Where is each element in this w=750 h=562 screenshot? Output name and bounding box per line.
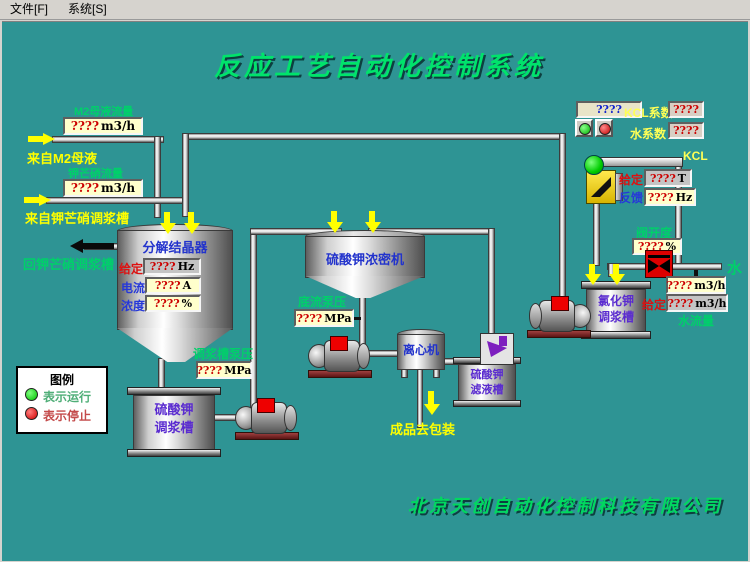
valve-opening-label: 阀开度 (636, 226, 673, 240)
thickener-tank (305, 236, 425, 278)
feeder-feedback-box: ????Hz (644, 188, 696, 206)
water-flow-box: ????m3/h (666, 276, 726, 294)
stop-lamp-icon (599, 123, 611, 135)
pipe (182, 133, 189, 217)
centrifuge-name: 离心机 (402, 343, 439, 357)
underflow-pressure-label: 底流泵压 (298, 295, 347, 309)
k2so4-slurry-tank (133, 395, 215, 451)
slurry-pump[interactable] (235, 398, 299, 440)
feeder-feedback-label: 反馈 (619, 191, 644, 205)
start-button[interactable] (575, 119, 593, 137)
slurry-pump-pressure-label: 调浆槽泵压 (193, 347, 254, 361)
filtrate-valve-icon[interactable] (480, 333, 514, 365)
crystallizer-name: 分解结晶器 (142, 240, 208, 255)
crystallizer-current-label: 电流 (121, 281, 146, 295)
k2so4-slurry-tank-name: 硫酸钾 (154, 402, 194, 417)
return-glauber-label: 回钾芒硝调浆槽 (23, 257, 115, 272)
filtrate-tank-name: 硫酸钾 (470, 369, 504, 381)
from-m2-label: 来自M2母液 (27, 151, 98, 166)
feeder-side-piece (615, 173, 623, 201)
m2-flow-value-box: ????m3/h (63, 117, 143, 135)
thickener-name: 硫酸钾浓密机 (325, 252, 404, 267)
water-valve-icon[interactable] (645, 250, 673, 278)
crystallizer-concentration-box: ????% (145, 295, 201, 312)
page-title: 反应工艺自动化控制系统 (214, 52, 545, 81)
water-setpoint-box[interactable]: ????m3/h (666, 294, 728, 312)
kcl-line-label: KCL (683, 149, 708, 163)
kcl-slurry-tank-name: 氯化钾 (597, 294, 634, 308)
company-name: 北京天创自动化控制科技有限公司 (408, 496, 723, 516)
kcl-slurry-tank (581, 331, 651, 339)
legend-run-label: 表示运行 (43, 390, 92, 404)
kcl-coeff-label: KCL系数 (624, 106, 673, 120)
crystallizer-setpoint-box[interactable]: ????Hz (143, 258, 201, 275)
underflow-pressure-box: ????MPa (294, 309, 354, 327)
pump-status-indicator (330, 336, 348, 351)
filtrate-tank-name: 滤液槽 (470, 384, 504, 396)
pipe (488, 228, 495, 338)
pipe (559, 133, 566, 305)
pump-status-indicator (551, 296, 569, 311)
k2so4-slurry-tank (127, 387, 221, 395)
product-label: 成品去包装 (390, 422, 456, 437)
menu-item-system[interactable]: 系统[S] (68, 2, 107, 16)
pipe (154, 136, 161, 218)
menu-bar: 文件[F] 系统[S] (0, 0, 750, 20)
stop-button[interactable] (595, 119, 613, 137)
water-flow-label: 水流量 (678, 314, 715, 328)
legend: 图例 表示运行 表示停止 (16, 366, 108, 434)
kcl-slurry-tank (586, 289, 646, 333)
kcl-slurry-pump[interactable] (527, 296, 591, 338)
filtrate-tank (458, 364, 516, 402)
pipe (52, 136, 164, 143)
pipe (593, 202, 600, 266)
kcl-feeder-icon[interactable] (586, 170, 616, 204)
centrifuge-leg (401, 369, 408, 378)
slurry-pump-pressure-box: ????MPa (196, 361, 252, 379)
legend-title: 图例 (49, 373, 74, 387)
feeder-setpoint-box[interactable]: ????T (644, 169, 692, 187)
pipe (46, 197, 186, 204)
water-coeff-box[interactable]: ???? (668, 122, 704, 139)
water-setpoint-label: 给定 (642, 298, 667, 312)
pipe (182, 133, 566, 140)
run-status-lamp (584, 155, 604, 175)
legend-run-dot-icon (25, 388, 38, 401)
k2so4-slurry-tank (127, 449, 221, 457)
pump-status-indicator (257, 398, 275, 413)
m2-flow-label: M2母液流量 (74, 106, 134, 118)
water-label: 水 (727, 260, 743, 277)
kcl-coeff-box[interactable]: ???? (668, 101, 704, 118)
glauber-flow-value-box: ????m3/h (63, 179, 143, 197)
k2so4-slurry-tank-name: 调浆槽 (154, 420, 194, 435)
centrifuge-leg (433, 369, 440, 378)
filtrate-tank (453, 400, 521, 407)
centrifuge (397, 334, 445, 370)
legend-stop-label: 表示停止 (43, 409, 92, 423)
underflow-pump[interactable] (308, 336, 372, 378)
raw-value-box: ???? (576, 101, 642, 118)
pipe (250, 228, 257, 408)
crystallizer-current-box: ????A (145, 277, 201, 294)
run-lamp-icon (579, 123, 591, 135)
crystallizer-setpoint-label: 给定 (119, 262, 144, 276)
crystallizer-concentration-label: 浓度 (121, 299, 146, 313)
feeder-setpoint-label: 给定 (619, 173, 644, 187)
from-glauber-label: 来自钾芒硝调浆槽 (25, 211, 130, 226)
water-coeff-label: 水系数 (630, 127, 667, 141)
kcl-slurry-tank-name: 调浆槽 (597, 310, 634, 324)
kcl-conveyor (599, 157, 683, 167)
legend-stop-dot-icon (25, 407, 38, 420)
glauber-flow-label: 钾芒硝流量 (68, 168, 123, 180)
menu-item-file[interactable]: 文件[F] (10, 2, 48, 16)
